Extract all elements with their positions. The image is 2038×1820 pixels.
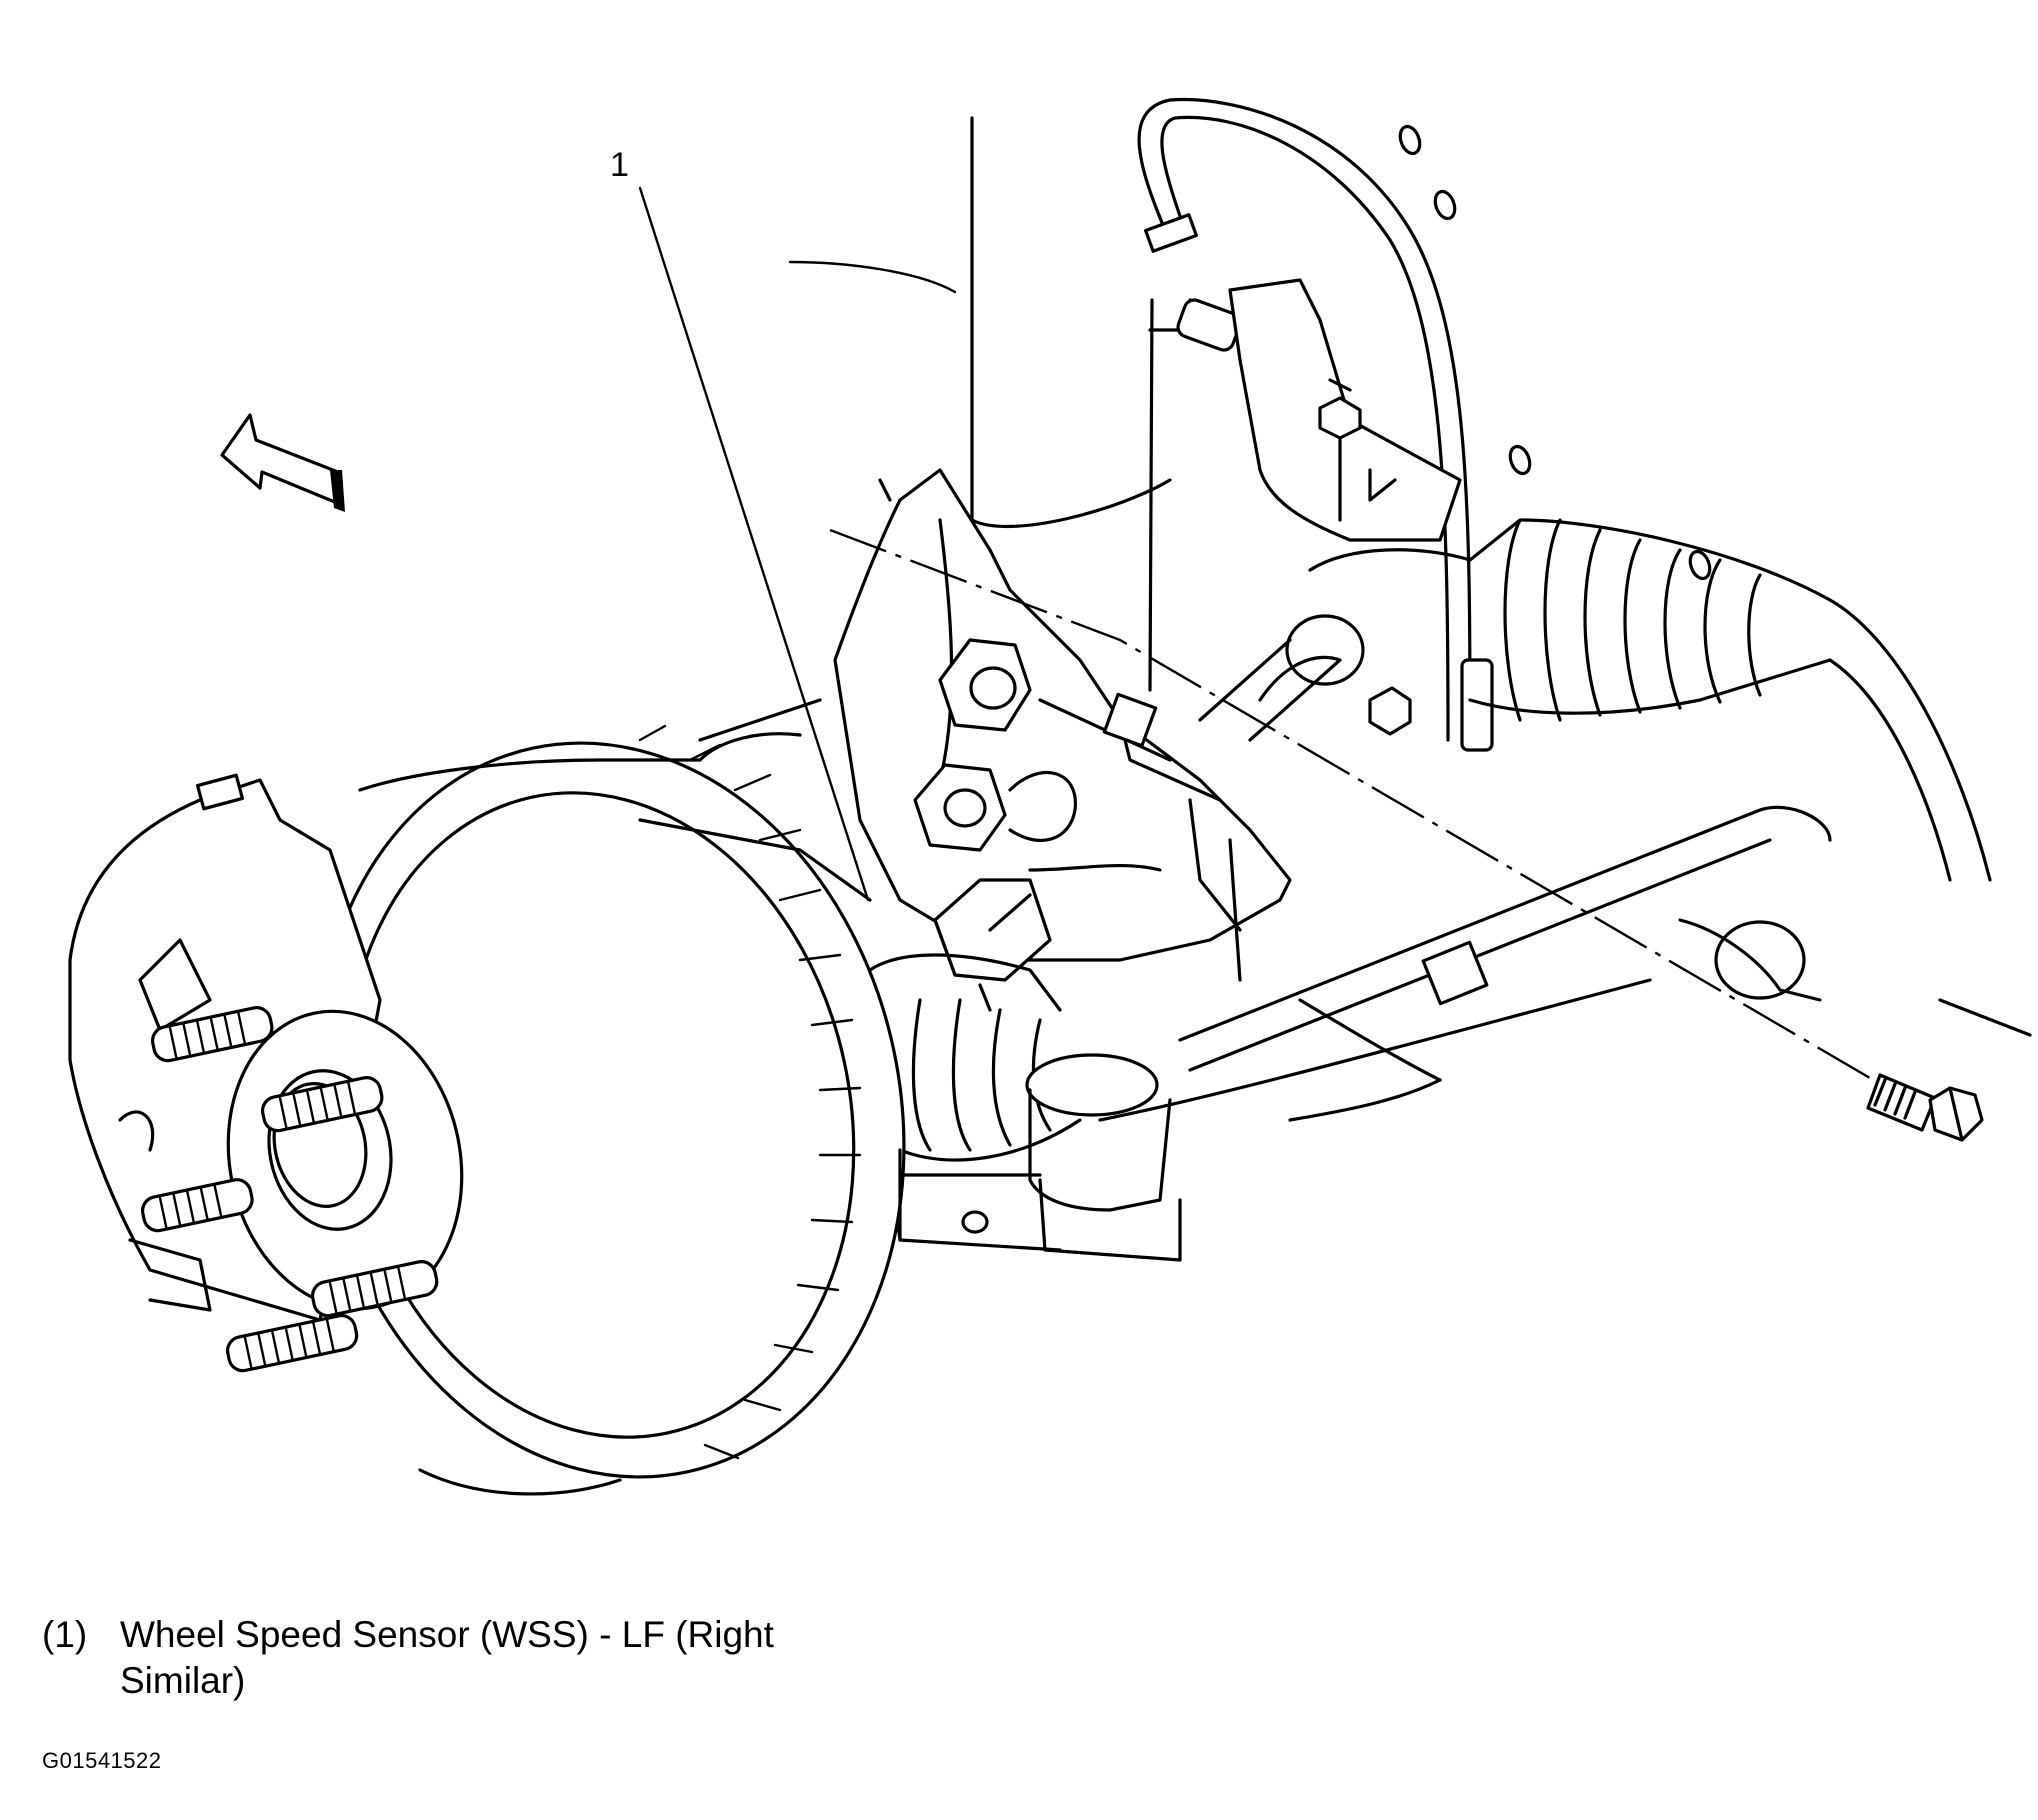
legend-item-label: Wheel Speed Sensor (WSS) - LF (Right Sim…	[120, 1614, 774, 1701]
stabilizer-link	[1178, 805, 1832, 1072]
harness-bracket	[1228, 278, 1462, 542]
figure-id: G01541522	[42, 1748, 162, 1773]
legend-item: (1) Wheel Speed Sensor (WSS) - LF (Right…	[42, 1612, 942, 1704]
legend-item-number: (1)	[42, 1614, 88, 1655]
steering-rack	[1308, 518, 2032, 1037]
lower-control-arm	[1098, 918, 1822, 1122]
tie-rod	[1198, 614, 1412, 742]
direction-arrow-icon	[220, 413, 345, 512]
callout-number-1: 1	[610, 146, 629, 184]
caliper-bracket	[638, 698, 902, 1242]
steering-knuckle	[833, 468, 1292, 982]
outer-tie-rod-end	[888, 1053, 1182, 1262]
legend: (1) Wheel Speed Sensor (WSS) - LF (Right…	[42, 1612, 942, 1704]
mounting-bolt	[1866, 1073, 1984, 1142]
wheel-studs	[141, 1006, 439, 1373]
callout-leader	[638, 186, 870, 902]
bolt-centerline	[829, 528, 1871, 1080]
body-holes	[1398, 124, 1712, 581]
knuckle-nuts	[913, 638, 1162, 872]
